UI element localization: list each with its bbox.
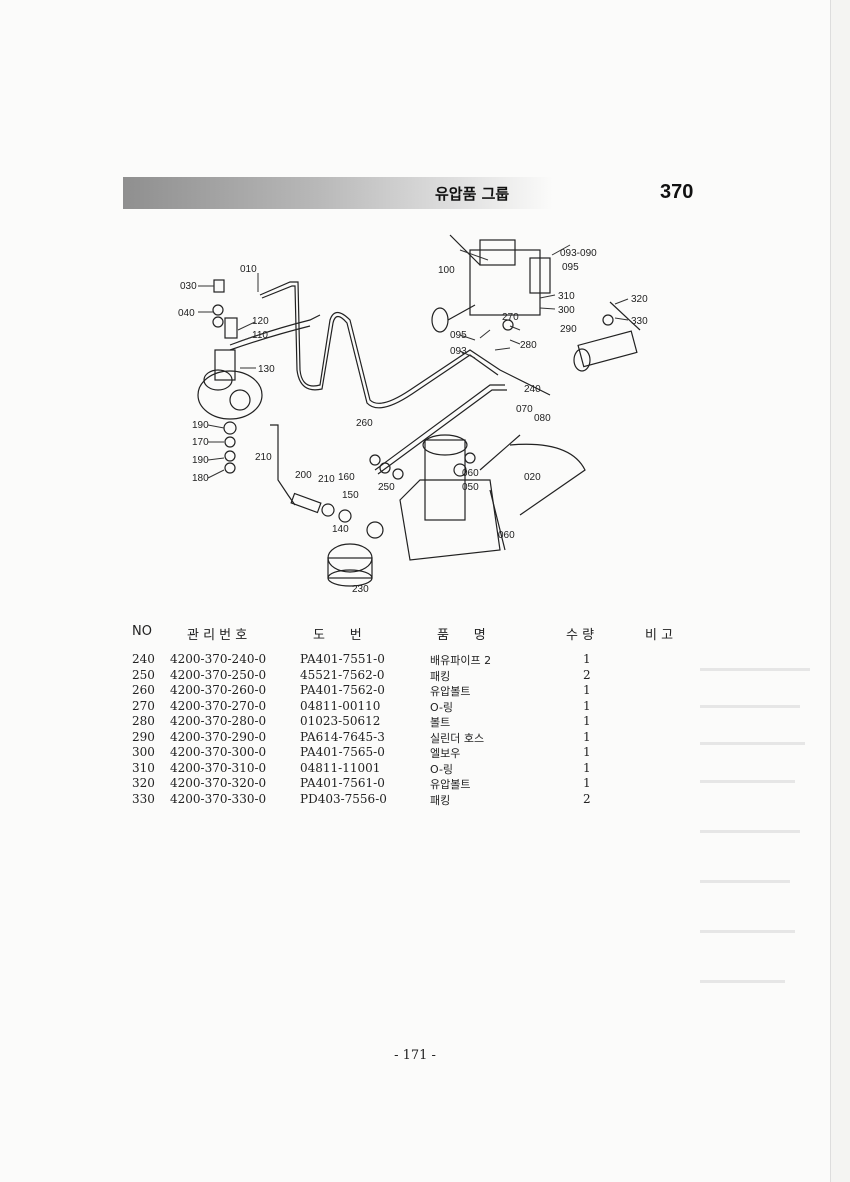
bleed-through-mark bbox=[700, 980, 785, 983]
col-mgmt-number: 관 리 번 호 bbox=[187, 628, 248, 643]
bleed-through-mark bbox=[700, 668, 810, 671]
parts-diagram: 010 030 040 120 110 130 190 170 190 180 … bbox=[178, 234, 648, 595]
svg-text:095: 095 bbox=[562, 262, 579, 273]
engine-block bbox=[399, 434, 521, 561]
svg-text:320: 320 bbox=[631, 294, 648, 305]
callout-labels: 010 030 040 120 110 130 190 170 190 180 … bbox=[178, 248, 648, 595]
svg-text:100: 100 bbox=[438, 265, 455, 276]
svg-text:280: 280 bbox=[520, 340, 537, 351]
bleed-through-mark bbox=[700, 780, 795, 783]
return-pipe bbox=[259, 281, 551, 404]
svg-text:130: 130 bbox=[258, 364, 275, 375]
svg-text:070: 070 bbox=[516, 404, 533, 415]
svg-text:250: 250 bbox=[378, 482, 395, 493]
svg-text:240: 240 bbox=[524, 384, 541, 395]
svg-text:120: 120 bbox=[252, 316, 269, 327]
pipe-240 bbox=[374, 384, 505, 471]
bleed-through-mark bbox=[700, 930, 795, 933]
svg-text:180: 180 bbox=[192, 473, 209, 484]
svg-text:260: 260 bbox=[356, 418, 373, 429]
col-drawing-number: 도 번 bbox=[313, 628, 362, 643]
bleed-through-mark bbox=[700, 705, 800, 708]
col-no: NO bbox=[132, 624, 152, 639]
svg-text:030: 030 bbox=[180, 281, 197, 292]
svg-text:093: 093 bbox=[450, 346, 467, 357]
col-part-name: 품 명 bbox=[437, 628, 486, 643]
parts-table-header: NO 관 리 번 호 도 번 품 명 수 량 비 고 bbox=[0, 624, 830, 644]
bleed-through-mark bbox=[700, 880, 790, 883]
svg-text:093-090: 093-090 bbox=[560, 248, 597, 259]
svg-text:230: 230 bbox=[352, 584, 369, 595]
svg-text:050: 050 bbox=[462, 482, 479, 493]
svg-text:160: 160 bbox=[338, 472, 355, 483]
svg-text:010: 010 bbox=[240, 264, 257, 275]
document-page: 유압품 그룹 370 bbox=[0, 0, 831, 1182]
svg-text:270: 270 bbox=[502, 312, 519, 323]
svg-text:190: 190 bbox=[192, 455, 209, 466]
svg-text:170: 170 bbox=[192, 437, 209, 448]
group-number: 370 bbox=[660, 181, 694, 203]
hydraulic-pump bbox=[197, 279, 263, 474]
bleed-through-mark bbox=[700, 742, 805, 745]
oil-filter bbox=[290, 454, 404, 587]
svg-text:310: 310 bbox=[558, 291, 575, 302]
control-valve bbox=[431, 234, 551, 333]
svg-text:080: 080 bbox=[534, 413, 551, 424]
svg-text:200: 200 bbox=[295, 470, 312, 481]
header-bar bbox=[123, 177, 553, 209]
svg-text:110: 110 bbox=[252, 330, 268, 341]
svg-text:330: 330 bbox=[631, 316, 648, 327]
bleed-through-mark bbox=[700, 830, 800, 833]
svg-text:210: 210 bbox=[318, 474, 335, 485]
svg-text:150: 150 bbox=[342, 490, 359, 501]
svg-text:190: 190 bbox=[192, 420, 209, 431]
svg-text:210: 210 bbox=[255, 452, 272, 463]
hydraulic-cylinder bbox=[573, 301, 641, 372]
svg-text:060: 060 bbox=[498, 530, 515, 541]
page-number: - 171 - bbox=[394, 1048, 436, 1063]
svg-text:095: 095 bbox=[450, 330, 467, 341]
svg-text:140: 140 bbox=[332, 524, 349, 535]
svg-text:020: 020 bbox=[524, 472, 541, 483]
svg-text:060: 060 bbox=[462, 468, 479, 479]
svg-text:290: 290 bbox=[560, 324, 577, 335]
group-title: 유압품 그룹 bbox=[435, 185, 510, 203]
svg-text:040: 040 bbox=[178, 308, 195, 319]
leader-lines bbox=[198, 244, 629, 479]
col-quantity: 수 량 bbox=[566, 628, 595, 643]
col-remarks: 비 고 bbox=[645, 628, 674, 643]
svg-text:300: 300 bbox=[558, 305, 575, 316]
